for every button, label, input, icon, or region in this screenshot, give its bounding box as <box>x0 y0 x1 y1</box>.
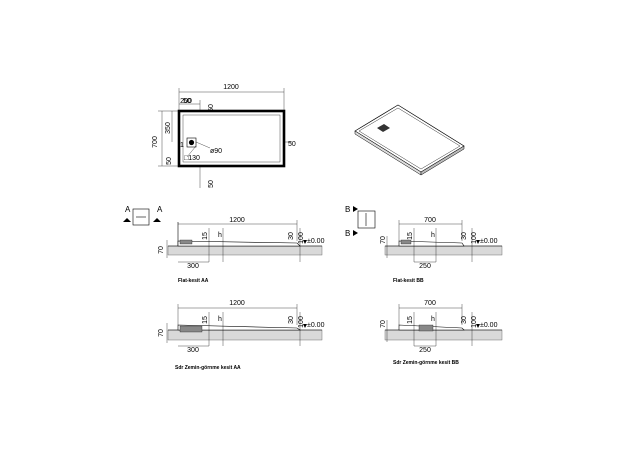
plan-gap-left-label: 50 <box>166 157 173 165</box>
svg-text:±0.00: ±0.00 <box>480 322 498 329</box>
plan-drain-pos-label: 350 <box>165 122 172 134</box>
svg-text:30: 30 <box>288 316 295 324</box>
svg-text:15: 15 <box>407 232 414 240</box>
svg-text:700: 700 <box>424 300 436 307</box>
svg-text:70: 70 <box>158 329 165 337</box>
svg-text:h: h <box>218 316 222 323</box>
plan-marker-one: 1 <box>180 142 184 149</box>
marker-b-bottom-arrow-icon <box>353 230 358 236</box>
section-floor-bb: 700 70 15 h 30 100 ±0.00 250 Sdr Zemin-g… <box>380 300 503 366</box>
svg-text:15: 15 <box>202 232 209 240</box>
caption-floor-bb: Sdr Zemin-görnme kesit BB <box>393 360 459 366</box>
svg-text:1200: 1200 <box>229 300 245 307</box>
svg-text:±0.00: ±0.00 <box>307 322 325 329</box>
caption-flat-bb: Flat-kesit BB <box>393 278 424 284</box>
svg-text:h: h <box>431 316 435 323</box>
svg-text:300: 300 <box>187 347 199 354</box>
section-marker-a: A A <box>123 205 163 226</box>
svg-text:±0.00: ±0.00 <box>307 238 325 245</box>
svg-text:70: 70 <box>380 320 387 328</box>
svg-text:30: 30 <box>461 316 468 324</box>
section-flat-bb: 700 70 15 h 30 100 ±0.00 250 Flat-kesit … <box>380 217 503 284</box>
svg-text:70: 70 <box>158 246 165 254</box>
svg-text:1200: 1200 <box>229 217 245 224</box>
svg-text:B: B <box>345 229 350 238</box>
svg-text:100: 100 <box>298 232 305 244</box>
plan-width-label: 1200 <box>223 84 239 91</box>
caption-flat-aa: Flat-kesit AA <box>178 278 209 284</box>
tray-inner-edge <box>182 114 281 163</box>
marker-a-left-arrow-icon <box>123 218 131 222</box>
isometric-view <box>354 104 465 176</box>
svg-text:±0.00: ±0.00 <box>480 238 498 245</box>
plan-offset-200-label: 200 <box>180 98 192 105</box>
tray-outline <box>177 109 286 168</box>
section-marker-b: B B <box>345 205 376 238</box>
section-floor-aa: 1200 70 15 h 30 100 ±0.00 300 Sdr Zemin-… <box>158 300 325 371</box>
svg-text:15: 15 <box>407 316 414 324</box>
svg-text:A: A <box>157 205 163 214</box>
marker-b-top-arrow-icon <box>353 206 358 212</box>
svg-text:A: A <box>125 205 131 214</box>
svg-text:h: h <box>218 232 222 239</box>
svg-text:30: 30 <box>461 232 468 240</box>
plan-gap-bottom-label: 50 <box>208 180 215 188</box>
svg-text:100: 100 <box>471 316 478 328</box>
svg-text:100: 100 <box>298 316 305 328</box>
svg-text:h: h <box>431 232 435 239</box>
marker-a-right-arrow-icon <box>153 218 161 222</box>
svg-text:15: 15 <box>202 316 209 324</box>
svg-text:70: 70 <box>380 236 387 244</box>
svg-text:700: 700 <box>424 217 436 224</box>
svg-text:B: B <box>345 205 350 214</box>
plan-view: 1200 50 200 50 700 350 50 1 ø90 □130 50 … <box>152 84 296 188</box>
plan-top-gap-label: 50 <box>208 104 215 112</box>
plan-drain-diameter-label: ø90 <box>210 148 222 155</box>
svg-text:30: 30 <box>288 232 295 240</box>
iso-drain-icon <box>377 124 390 132</box>
svg-text:100: 100 <box>471 232 478 244</box>
plan-depth-label: 700 <box>152 136 159 148</box>
plan-gap-right-label: 50 <box>288 141 296 148</box>
svg-text:250: 250 <box>419 347 431 354</box>
plan-drain-square-label: □130 <box>184 155 200 162</box>
plan-offset-left-label: 50 <box>183 98 191 105</box>
drain-icon <box>188 139 195 146</box>
caption-floor-aa: Sdr Zemin-görnme kesit AA <box>175 365 241 371</box>
svg-text:250: 250 <box>419 263 431 270</box>
section-flat-aa: 1200 70 15 h 30 100 ±0.00 300 Flat-kesit… <box>158 217 325 284</box>
svg-text:300: 300 <box>187 263 199 270</box>
